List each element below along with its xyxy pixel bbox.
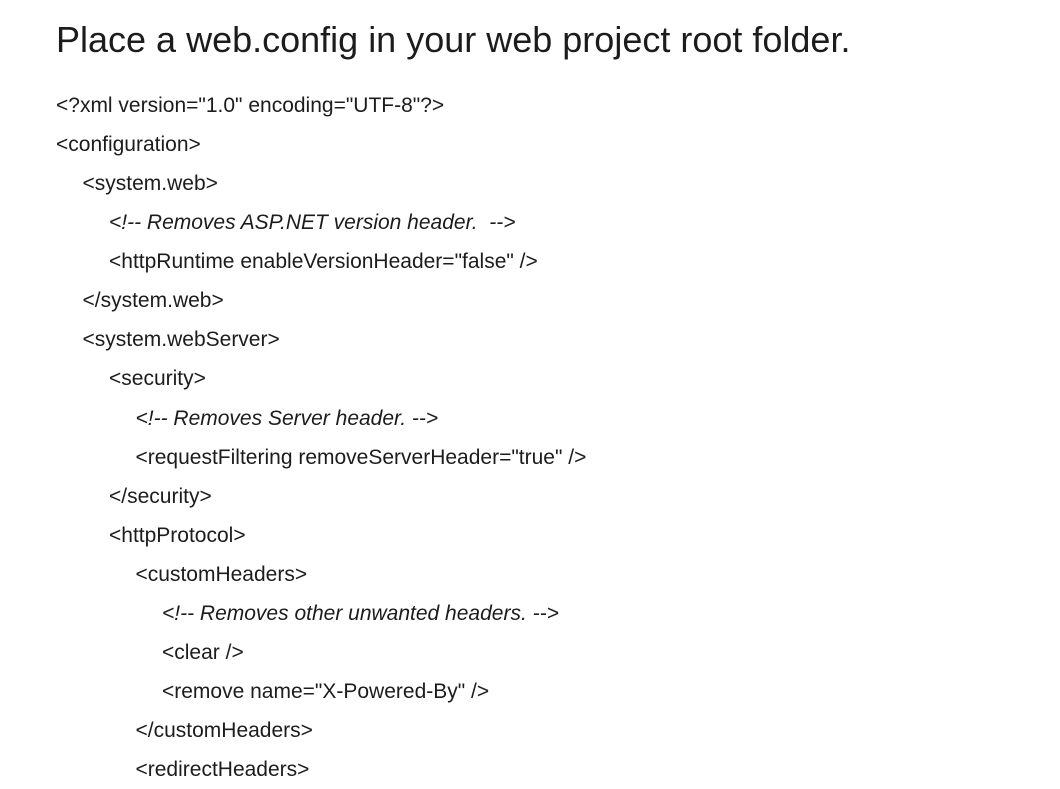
code-comment-line: <!-- Removes Server header. --> xyxy=(135,406,439,430)
code-line: <remove name="X-Powered-By" /> xyxy=(162,679,490,703)
code-comment-line: <!-- Removes other unwanted headers. --> xyxy=(162,601,559,625)
code-line: <clear /> xyxy=(162,640,244,664)
code-line: <security> xyxy=(109,367,206,391)
code-line: </security> xyxy=(109,484,212,508)
code-line: <?xml version="1.0" encoding="UTF-8"?> xyxy=(56,94,445,117)
code-line: <httpRuntime enableVersionHeader="false"… xyxy=(109,250,538,274)
page-heading: Place a web.config in your web project r… xyxy=(56,19,851,60)
code-line: </system.web> xyxy=(82,289,224,313)
code-line: <customHeaders> xyxy=(135,562,308,586)
code-line: <redirectHeaders> xyxy=(135,758,310,782)
code-line: <requestFiltering removeServerHeader="tr… xyxy=(135,445,587,469)
code-block: <?xml version="1.0" encoding="UTF-8"?> <c… xyxy=(56,86,586,789)
code-line: <system.webServer> xyxy=(82,328,280,352)
code-line: <system.web> xyxy=(82,172,218,196)
code-comment-line: <!-- Removes ASP.NET version header. --> xyxy=(109,211,516,235)
code-line: <httpProtocol> xyxy=(109,523,246,547)
code-line: <configuration> xyxy=(56,133,201,157)
code-line: </customHeaders> xyxy=(135,719,313,742)
